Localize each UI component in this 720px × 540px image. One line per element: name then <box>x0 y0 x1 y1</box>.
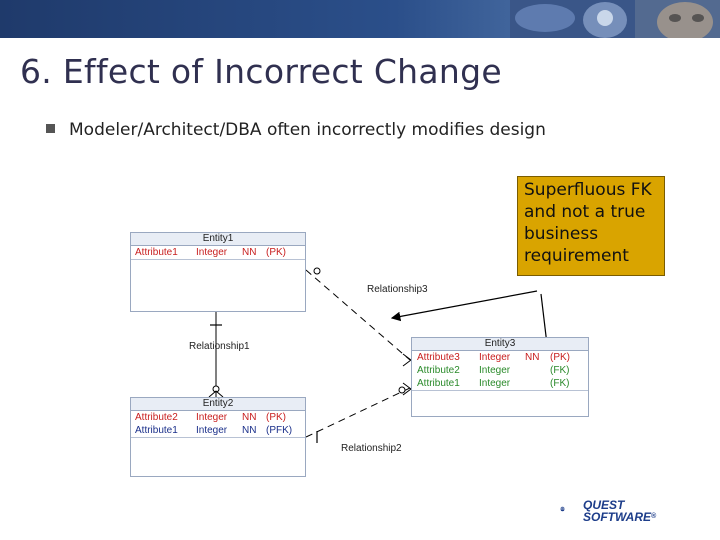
entity3-attribute-row: Attribute1 Integer (FK) <box>412 377 588 390</box>
bullet-text: Modeler/Architect/DBA often incorrectly … <box>69 120 546 140</box>
entity3-box: Entity3 Attribute3 Integer NN (PK) Attri… <box>411 337 589 417</box>
relationship3-label: Relationship3 <box>367 284 428 295</box>
attr-type: Integer <box>196 412 228 423</box>
relationship1-label: Relationship1 <box>189 341 250 352</box>
quest-logo-icon <box>560 506 565 512</box>
attr-name: Attribute1 <box>135 425 178 436</box>
relationship3-circle <box>313 267 321 275</box>
entity2-attribute-row: Attribute2 Integer NN (PK) <box>131 411 305 424</box>
relationship1-crowfoot <box>208 390 224 398</box>
banner-decoration-image <box>510 0 720 38</box>
attr-nn: NN <box>242 425 257 436</box>
attr-key: (PK) <box>550 352 570 363</box>
entity2-divider <box>131 437 305 438</box>
entity2-attribute-row: Attribute1 Integer NN (PFK) <box>131 424 305 437</box>
attr-name: Attribute1 <box>135 247 178 258</box>
attr-key: (PK) <box>266 247 286 258</box>
entity1-divider <box>131 259 305 260</box>
entity2-title: Entity2 <box>131 398 305 411</box>
logo-text-line2: SOFTWARE® <box>583 511 656 523</box>
attr-nn: NN <box>525 352 540 363</box>
attr-nn: NN <box>242 412 257 423</box>
relationship2-circle <box>398 386 406 394</box>
entity1-attribute-row: Attribute1 Integer NN (PK) <box>131 246 305 259</box>
logo-software-text: SOFTWARE <box>583 510 651 524</box>
attr-type: Integer <box>196 247 228 258</box>
slide-title: 6. Effect of Incorrect Change <box>20 52 502 91</box>
attr-name: Attribute1 <box>417 378 460 389</box>
attr-key: (FK) <box>550 365 570 376</box>
entity2-box: Entity2 Attribute2 Integer NN (PK) Attri… <box>130 397 306 477</box>
entity1-box: Entity1 Attribute1 Integer NN (PK) <box>130 232 306 312</box>
entity3-attribute-row: Attribute2 Integer (FK) <box>412 364 588 377</box>
header-banner <box>0 0 720 38</box>
attr-type: Integer <box>479 378 511 389</box>
entity3-attribute-row: Attribute3 Integer NN (PK) <box>412 351 588 364</box>
relationship3-line <box>305 269 411 361</box>
callout-arrow-left <box>390 290 538 322</box>
logo-registered-mark: ® <box>651 513 657 520</box>
attr-nn: NN <box>242 247 257 258</box>
attr-key: (FK) <box>550 378 570 389</box>
relationship2-label: Relationship2 <box>341 443 402 454</box>
relationship1-circle <box>212 385 220 393</box>
attr-type: Integer <box>479 365 511 376</box>
bullet-square-icon <box>46 124 55 133</box>
attr-name: Attribute3 <box>417 352 460 363</box>
entity3-title: Entity3 <box>412 338 588 351</box>
relationship2-line <box>305 387 411 438</box>
entity1-title: Entity1 <box>131 233 305 246</box>
bullet-item: Modeler/Architect/DBA often incorrectly … <box>46 120 546 140</box>
callout-box: Superfluous FK and not a true business r… <box>517 176 665 276</box>
attr-key: (PFK) <box>266 425 293 436</box>
attr-type: Integer <box>196 425 228 436</box>
attr-type: Integer <box>479 352 511 363</box>
attr-name: Attribute2 <box>135 412 178 423</box>
attr-name: Attribute2 <box>417 365 460 376</box>
attr-key: (PK) <box>266 412 286 423</box>
logo-text-line1: QUEST <box>583 498 625 512</box>
entity3-divider <box>412 390 588 391</box>
